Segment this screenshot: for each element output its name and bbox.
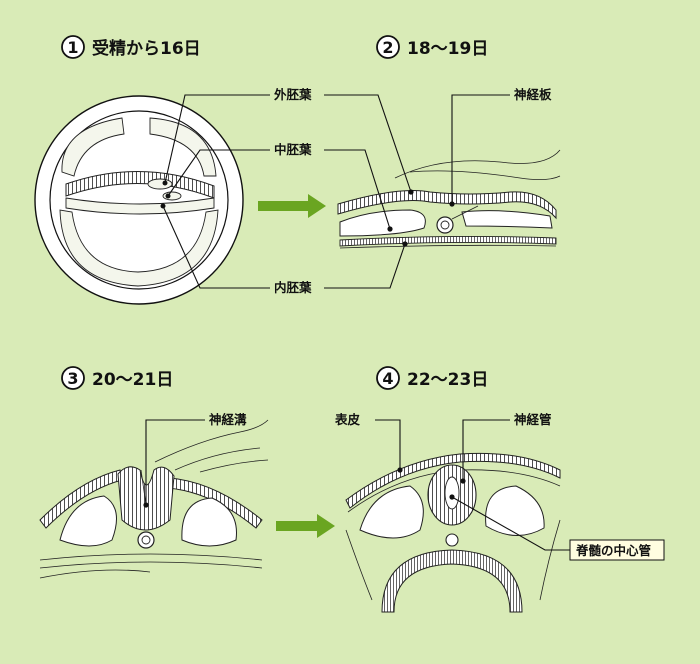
stage-3-neural-groove-leader <box>145 419 205 505</box>
progress-arrow-2 <box>276 514 335 538</box>
stage-2-neural-plate-leader <box>451 94 510 204</box>
stage-1-mesoderm-leader <box>167 149 270 197</box>
stage-2-number: 2 <box>382 38 393 57</box>
neural-tube-illustration <box>345 452 561 613</box>
stage-4-number: 4 <box>382 369 393 388</box>
stage-1-title: 受精から16日 <box>92 38 201 59</box>
stage-3-number-badge: 3 <box>61 366 85 390</box>
stage-1-number: 1 <box>67 38 78 57</box>
label-neural-plate: 神経板 <box>514 87 552 102</box>
embryo-disc-illustration <box>34 95 244 305</box>
stage-3-title: 20〜21日 <box>92 370 173 390</box>
progress-arrow-1 <box>258 194 326 218</box>
stage-2-title: 18〜19日 <box>407 39 488 59</box>
stage-4-number-badge: 4 <box>376 366 400 390</box>
stage-3-number: 3 <box>67 369 78 388</box>
label-neural-tube: 神経管 <box>514 412 552 427</box>
label-neural-groove: 神経溝 <box>209 412 247 427</box>
stage-4-neural-tube-leader <box>462 419 510 481</box>
stage-1-ectoderm-leader <box>164 94 270 184</box>
neural-plate-illustration <box>337 149 561 249</box>
stage-1: 1 受精から16日 外胚葉 中胚葉 内胚葉 <box>34 35 312 305</box>
stage-1-number-badge: 1 <box>61 35 85 59</box>
central-canal-highlight: 脊髄の中心管 <box>569 539 665 561</box>
label-endoderm: 内胚葉 <box>274 280 312 295</box>
stage-2-endoderm-leader <box>324 243 406 289</box>
stage-4-title: 22〜23日 <box>407 370 488 390</box>
label-central-canal: 脊髄の中心管 <box>575 543 651 558</box>
neural-groove-illustration <box>39 419 269 579</box>
label-epidermis: 表皮 <box>334 412 361 427</box>
stage-2-ectoderm-leader <box>324 94 412 193</box>
stage-3: 3 20〜21日 神経溝 <box>39 366 269 579</box>
stage-1-endoderm-leader <box>162 205 270 289</box>
stage-4: 4 22〜23日 表皮 神経管 <box>334 366 665 613</box>
stage-2-number-badge: 2 <box>376 35 400 59</box>
stage-4-epidermis-leader <box>375 419 401 470</box>
label-ectoderm: 外胚葉 <box>273 87 312 102</box>
stage-2: 2 18〜19日 神 <box>324 35 561 289</box>
stage-2-mesoderm-leader <box>324 149 391 230</box>
label-mesoderm: 中胚葉 <box>274 142 312 157</box>
stage-4-central-canal-leader <box>451 496 570 551</box>
